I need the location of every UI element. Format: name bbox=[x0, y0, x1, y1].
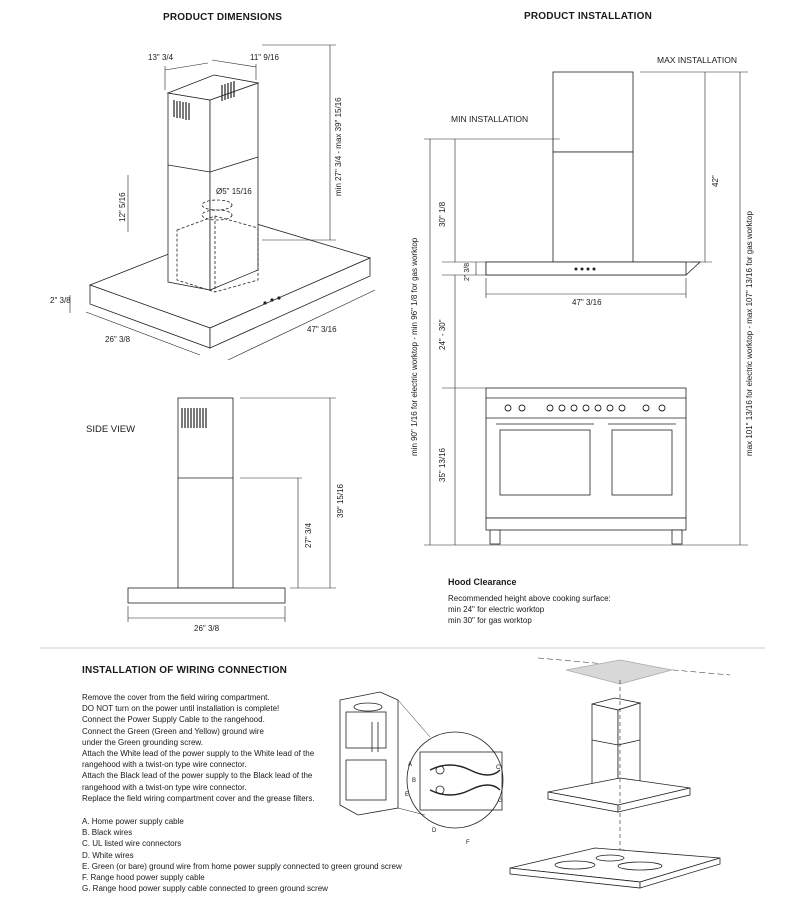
max-installation-label: MAX INSTALLATION bbox=[657, 55, 737, 65]
instruction-line: Remove the cover from the field wiring c… bbox=[82, 693, 270, 702]
callout-b: B bbox=[412, 778, 417, 784]
callout-c: C bbox=[496, 765, 501, 771]
clearance-line: min 30" for gas worktop bbox=[448, 616, 532, 626]
side-depth-label: 26" 3/8 bbox=[194, 624, 220, 633]
install-range-height-label: 35" 13/16 bbox=[438, 448, 447, 482]
install-chimney-height-label: 42" bbox=[711, 175, 720, 187]
side-view-drawing bbox=[127, 397, 336, 622]
callout-g: G bbox=[498, 798, 503, 804]
install-clearance-label: 24" - 30" bbox=[438, 319, 447, 350]
clearance-title: Hood Clearance bbox=[448, 577, 517, 587]
min-installation-label: MIN INSTALLATION bbox=[451, 114, 529, 124]
installation-drawing bbox=[424, 71, 748, 546]
clearance-text: Recommended height above cooking surface… bbox=[448, 593, 611, 627]
legend-item: C. UL listed wire connectors bbox=[82, 839, 182, 849]
install-min-chimney-label: 30" 1/8 bbox=[438, 201, 447, 227]
isometric-hood bbox=[69, 44, 376, 361]
instruction-line: Connect the Power Supply Cable to the ra… bbox=[82, 715, 265, 725]
callout-d: D bbox=[432, 828, 437, 834]
clearance-line: min 24" for electric worktop bbox=[448, 605, 545, 615]
instruction-line: rangehood with a twist-on type wire conn… bbox=[82, 760, 247, 770]
wiring-hood-drawing bbox=[509, 657, 731, 889]
install-hood-thickness-label: 2" 3/8 bbox=[464, 262, 471, 281]
legend-item: A. Home power supply cable bbox=[82, 817, 184, 826]
hood-thickness-label: 2" 3/8 bbox=[50, 296, 71, 305]
wiring-box-drawing bbox=[339, 691, 504, 829]
legend-item: F. Range hood power supply cable bbox=[82, 873, 205, 883]
legend-item: D. White wires bbox=[82, 850, 134, 860]
install-hood-width-label: 47" 3/16 bbox=[572, 298, 602, 307]
clearance-line: Recommended height above cooking surface… bbox=[448, 594, 611, 603]
installation-heading: PRODUCT INSTALLATION bbox=[524, 11, 653, 22]
chimney-height-range-label: min 27" 3/4 - max 39" 15/16 bbox=[334, 97, 343, 196]
install-right-vertical-label: max 101" 13/16 for electric worktop - ma… bbox=[745, 211, 754, 456]
duct-diameter-label: Ø5" 15/16 bbox=[216, 187, 252, 196]
wiring-legend: A. Home power supply cable B. Black wire… bbox=[82, 816, 402, 894]
instruction-line: Connect the Green (Green and Yellow) gro… bbox=[82, 726, 264, 736]
hood-width-label: 47" 3/16 bbox=[307, 325, 337, 334]
side-view-heading: SIDE VIEW bbox=[86, 424, 136, 435]
dimensions-heading: PRODUCT DIMENSIONS bbox=[163, 12, 283, 23]
install-left-vertical-label: min 90" 1/16 for electric worktop - min … bbox=[410, 237, 419, 456]
legend-item: E. Green (or bare) ground wire from home… bbox=[82, 861, 402, 871]
callout-a: A bbox=[408, 762, 413, 768]
chimney-width-label: 13" 3/4 bbox=[148, 53, 174, 62]
chimney-depth-label: 11" 9/16 bbox=[250, 53, 279, 62]
instruction-line: DO NOT turn on the power until installat… bbox=[82, 704, 280, 714]
side-min-height-label: 27" 3/4 bbox=[304, 522, 313, 548]
instruction-line: Attach the White lead of the power suppl… bbox=[82, 749, 315, 759]
instruction-line: under the Green grounding screw. bbox=[82, 737, 203, 747]
wiring-heading: INSTALLATION OF WIRING CONNECTION bbox=[82, 665, 288, 676]
side-total-height-label: 39" 15/16 bbox=[336, 484, 345, 518]
callout-e: E bbox=[405, 792, 410, 798]
legend-item: B. Black wires bbox=[82, 828, 133, 838]
callout-f: F bbox=[466, 840, 470, 846]
inner-height-label: 12" 5/16 bbox=[118, 192, 127, 222]
instruction-line: rangehood with a twist-on type wire conn… bbox=[82, 782, 247, 792]
instruction-line: Replace the field wiring compartment cov… bbox=[82, 793, 315, 803]
hood-depth-label: 26" 3/8 bbox=[105, 335, 131, 344]
instruction-line: Attach the Black lead of the power suppl… bbox=[82, 771, 313, 781]
wiring-instructions: Remove the cover from the field wiring c… bbox=[82, 692, 315, 804]
legend-item: G. Range hood power supply cable connect… bbox=[82, 884, 328, 894]
